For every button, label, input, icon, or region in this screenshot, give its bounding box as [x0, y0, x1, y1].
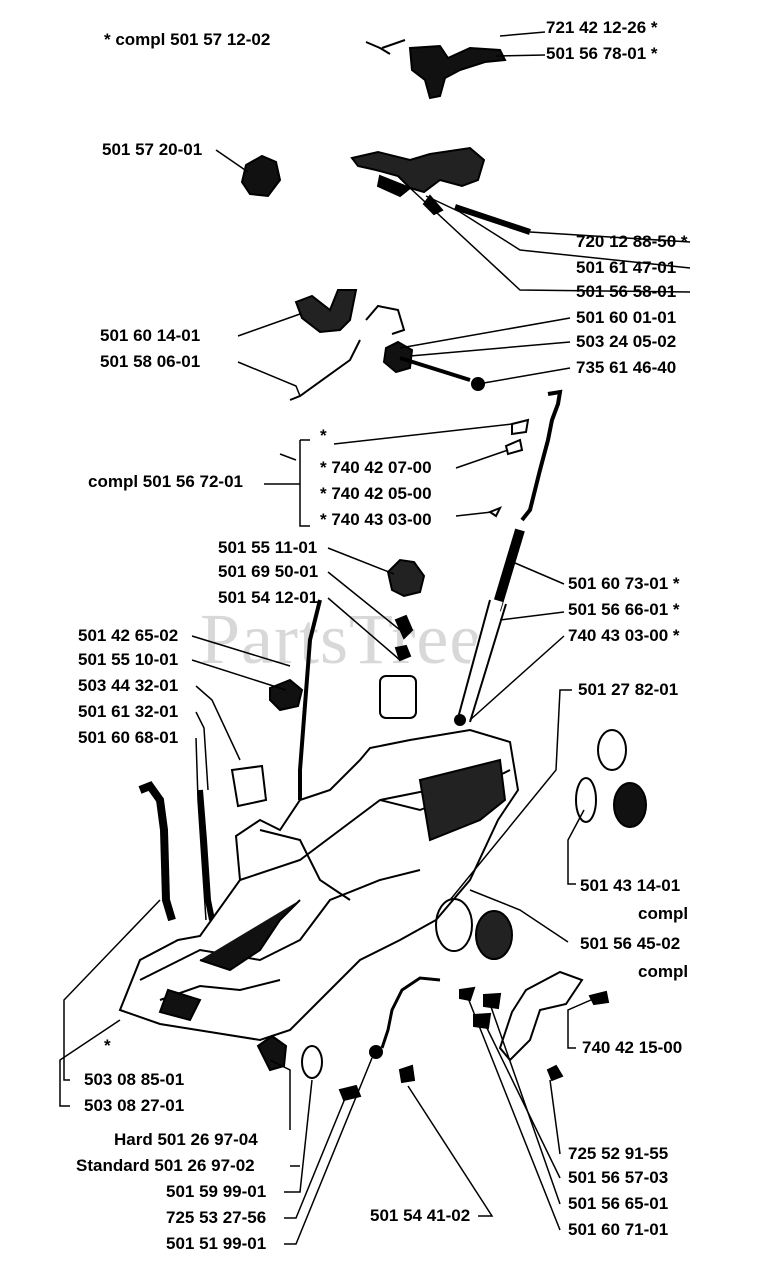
fuel-filter-part [379, 558, 426, 719]
watermark: PartsTree [200, 599, 483, 679]
part-label: 503 08 85-01 [84, 1070, 185, 1089]
part-label: 501 60 71-01 [568, 1220, 669, 1239]
fuel-line-part [453, 389, 563, 726]
part-label: 735 61 46-40 [576, 358, 677, 377]
part-label: * [320, 426, 327, 445]
part-label: 740 42 15-00 [582, 1038, 683, 1057]
small-filter-part [230, 764, 268, 808]
part-label: 501 55 11-01 [218, 538, 318, 557]
part-label: 501 56 57-03 [568, 1168, 669, 1187]
part-label: 501 56 45-02 [580, 934, 681, 953]
part-label: compl [638, 904, 689, 923]
part-label: 501 60 73-01 * [568, 574, 680, 593]
throttle-lever-part [365, 39, 507, 100]
part-label: * 740 42 05-00 [320, 484, 432, 503]
cable-part [369, 976, 441, 1059]
part-label: compl 501 56 72-01 [88, 472, 243, 491]
part-label: 501 27 82-01 [578, 680, 679, 699]
part-label: 501 58 06-01 [100, 352, 201, 371]
part-label: 501 61 32-01 [78, 702, 179, 721]
part-label: 501 51 99-01 [166, 1234, 267, 1253]
part-label: 725 53 27-56 [166, 1208, 267, 1227]
part-label: Standard 501 26 97-02 [76, 1156, 255, 1175]
part-label: 501 42 65-02 [78, 626, 179, 645]
rubber-piece-part [269, 678, 304, 712]
part-label: 503 24 05-02 [576, 332, 677, 351]
part-label: 740 43 03-00 * [568, 626, 680, 645]
part-label: compl [638, 962, 689, 981]
small-fasteners-right [459, 970, 610, 1082]
lower-washers [256, 1034, 416, 1102]
part-label: 501 43 14-01 [580, 876, 681, 895]
vertical-hose-part [197, 789, 215, 921]
part-label: Hard 501 26 97-04 [114, 1130, 258, 1149]
part-label: 503 08 27-01 [84, 1096, 185, 1115]
starter-cap-assembly [435, 729, 647, 960]
small-block-part [240, 154, 282, 198]
part-label: 501 54 12-01 [218, 588, 319, 607]
part-label: 503 44 32-01 [78, 676, 179, 695]
part-label: 501 56 58-01 [576, 282, 677, 301]
part-label: * 740 42 07-00 [320, 458, 432, 477]
bent-tube-part [138, 781, 176, 922]
part-label: 501 60 68-01 [78, 728, 179, 747]
part-label: * 740 43 03-00 [320, 510, 432, 529]
header-note: * compl 501 57 12-02 [104, 30, 271, 49]
part-label: 501 69 50-01 [218, 562, 319, 581]
part-label: 501 60 01-01 [576, 308, 677, 327]
part-label: 501 56 78-01 * [546, 44, 658, 63]
leader-lines [59, 31, 691, 1245]
choke-lever-part [289, 289, 485, 401]
trigger-assembly-part [350, 146, 531, 235]
part-label: * [104, 1036, 111, 1055]
part-label: 501 55 10-01 [78, 650, 179, 669]
crankcase-tank-housing [118, 599, 520, 1042]
part-label: 725 52 91-55 [568, 1144, 669, 1163]
part-label: 501 60 14-01 [100, 326, 201, 345]
part-label: 501 61 47-01 [576, 258, 677, 277]
part-label: 501 54 41-02 [370, 1206, 471, 1225]
part-label: 501 57 20-01 [102, 140, 203, 159]
part-label: 720 12 88-50 * [576, 232, 688, 251]
part-label: 501 56 65-01 [568, 1194, 669, 1213]
part-label: 721 42 12-26 * [546, 18, 658, 37]
part-label: 501 56 66-01 * [568, 600, 680, 619]
part-label: 501 59 99-01 [166, 1182, 267, 1201]
